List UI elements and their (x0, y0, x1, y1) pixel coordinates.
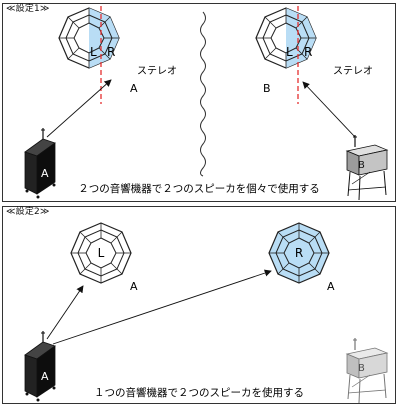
speaker-l: L A (70, 222, 138, 293)
setting-1-diagram: L R A ステレオ L R B ステレオ (24, 6, 389, 201)
setting-1-caption: ２つの音響機器で２つのスピーカを個々で使用する (78, 182, 320, 195)
connection-arrow-a (46, 79, 112, 138)
device-label: B (358, 160, 365, 171)
stereo-tag: ステレオ (137, 65, 177, 77)
left-channel-label: L (286, 45, 293, 59)
speaker-name-label: A (327, 280, 335, 293)
channel-label: R (295, 246, 303, 260)
device-label: A (41, 167, 49, 180)
speaker-name-label: A (130, 82, 138, 95)
speaker-name-label: A (130, 280, 138, 293)
audio-device-a: A (24, 331, 56, 402)
left-channel-label: L (90, 45, 97, 59)
connection-arrow-b (302, 81, 356, 138)
setting-2-panel: ≪設定2≫ L A (2, 206, 396, 404)
audio-device-b: B (345, 135, 389, 201)
channel-label: L (98, 246, 105, 260)
right-channel-label: R (304, 45, 312, 59)
setting-2-caption: １つの音響機器で２つのスピーカを使用する (94, 386, 304, 399)
setting-2-title: ≪設定2≫ (6, 207, 50, 217)
device-label: A (41, 370, 49, 383)
wavy-separator (200, 11, 206, 177)
speaker-name-label: B (263, 82, 271, 95)
device-label: B (358, 363, 365, 374)
stereo-tag: ステレオ (333, 65, 373, 77)
connection-arrow-r (52, 269, 272, 345)
setting-1-title: ≪設定1≫ (6, 4, 50, 14)
speaker-r: R A (268, 222, 335, 293)
setting-1-panel: ≪設定1≫ L R A ステレオ (2, 3, 396, 202)
setting-2-diagram: L A R A (24, 222, 389, 404)
stereo-speaker-left: L R A ステレオ (58, 6, 177, 104)
connection-arrow-l (46, 285, 84, 340)
audio-device-a: A (24, 128, 56, 199)
stereo-speaker-right: L R B ステレオ (255, 6, 373, 104)
right-channel-label: R (107, 45, 115, 59)
audio-device-b: B (345, 338, 389, 404)
